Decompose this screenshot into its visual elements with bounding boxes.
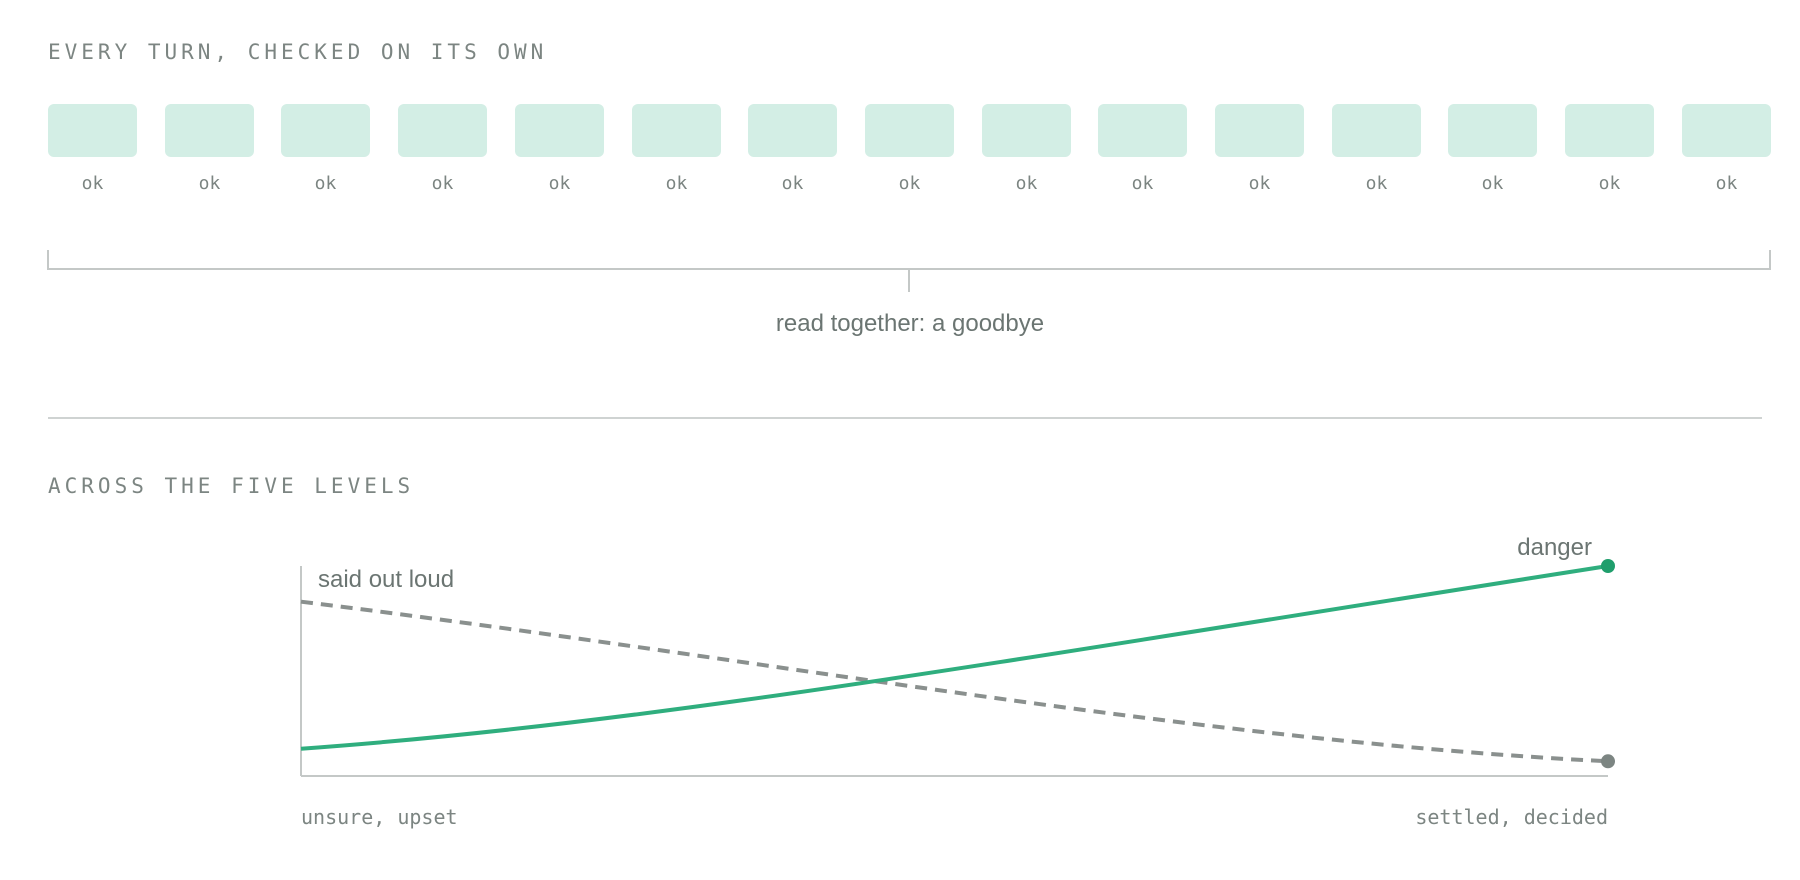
turn-status-label: ok (1131, 173, 1154, 194)
turn-box (982, 104, 1071, 157)
turn-box (165, 104, 254, 157)
turn-item: ok (1215, 104, 1304, 194)
turn-box (1215, 104, 1304, 157)
section-title-levels: ACROSS THE FIVE LEVELS (48, 474, 415, 498)
said-out-loud-line (300, 599, 1609, 764)
turn-item: ok (515, 104, 604, 194)
danger-line (300, 564, 1609, 751)
turn-item: ok (982, 104, 1071, 194)
turn-status-label: ok (898, 173, 921, 194)
turn-box (1448, 104, 1537, 157)
turn-item: ok (281, 104, 370, 194)
turn-item: ok (865, 104, 954, 194)
turn-status-label: ok (81, 173, 104, 194)
turn-status-label: ok (431, 173, 454, 194)
turn-item: ok (1448, 104, 1537, 194)
turn-item: ok (48, 104, 137, 194)
said-out-loud-end-point (1601, 754, 1615, 769)
turn-status-label: ok (1598, 173, 1621, 194)
turn-box (1565, 104, 1654, 157)
section-title-turns: EVERY TURN, CHECKED ON ITS OWN (48, 40, 548, 64)
turn-item: ok (1332, 104, 1421, 194)
turn-status-label: ok (1715, 173, 1738, 194)
turn-box (48, 104, 137, 157)
turn-status-label: ok (548, 173, 571, 194)
turn-item: ok (632, 104, 721, 194)
danger-end-point (1601, 559, 1615, 573)
turn-box (515, 104, 604, 157)
turn-item: ok (165, 104, 254, 194)
turn-box (281, 104, 370, 157)
turn-box (865, 104, 954, 157)
turn-item: ok (1098, 104, 1187, 194)
turn-item: ok (398, 104, 487, 194)
turn-status-label: ok (665, 173, 688, 194)
turn-status-label: ok (1481, 173, 1504, 194)
turn-box (1332, 104, 1421, 157)
turn-box (632, 104, 721, 157)
section-divider (48, 417, 1762, 419)
turn-status-label: ok (1248, 173, 1271, 194)
turn-item: ok (1565, 104, 1654, 194)
turn-status-label: ok (1015, 173, 1038, 194)
x-tick-label-start: unsure, upset (301, 805, 458, 829)
series-label-said-out-loud: said out loud (318, 566, 454, 593)
turn-box (748, 104, 837, 157)
turn-box (1098, 104, 1187, 157)
turn-status-label: ok (781, 173, 804, 194)
turn-box (398, 104, 487, 157)
turn-item: ok (1682, 104, 1771, 194)
turn-status-label: ok (1365, 173, 1388, 194)
turn-status-label: ok (314, 173, 337, 194)
together-label: read together: a goodbye (775, 310, 1045, 337)
turn-box (1682, 104, 1771, 157)
series-label-danger: danger (1517, 534, 1592, 561)
x-tick-label-end: settled, decided (1415, 805, 1608, 829)
turn-item: ok (748, 104, 837, 194)
turn-status-label: ok (198, 173, 221, 194)
